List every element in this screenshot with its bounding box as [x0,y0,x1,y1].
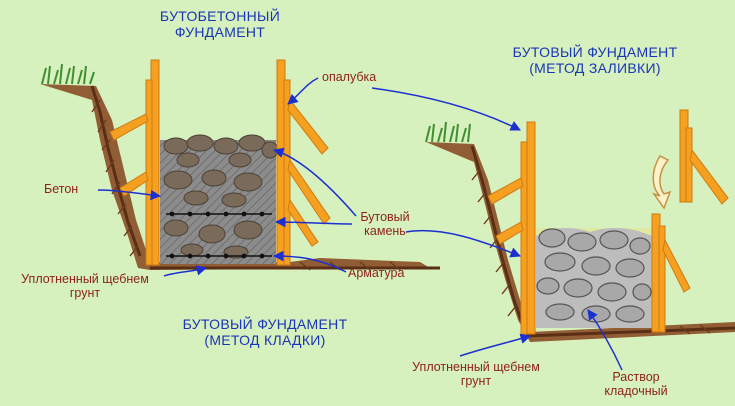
lowering-arrow-icon [652,155,672,210]
left-grass [41,63,95,85]
label-line: грунт [460,374,492,389]
title-line: БУТОВЫЙ ФУНДАМЕНТ [182,316,348,332]
label-line: Уплотненный щебнем [412,360,540,374]
right-foundation-body [536,227,652,328]
pointer-arrows [97,77,623,371]
right-formwork [487,109,729,335]
left-rebar [166,213,272,257]
label-formwork: опалубка [322,70,377,84]
label-rubble-stone: Бутовый камень [350,210,420,239]
title-rubble-foundation-masonry-method: БУТОВЫЙ ФУНДАМЕНТ (МЕТОД КЛАДКИ) [160,316,370,348]
label-masonry-mortar: Раствор кладочный [596,370,676,399]
label-line: камень [364,224,406,239]
left-foundation-body [160,134,279,264]
label-line: Бутовый [360,210,410,224]
label-rebar: Арматура [348,266,405,280]
right-grass [425,121,471,143]
title-rubble-concrete-foundation: БУТОБЕТОННЫЙ ФУНДАМЕНТ [140,8,300,40]
title-line: ФУНДАМЕНТ [174,24,266,41]
title-rubble-foundation-pour-method: БУТОВЫЙ ФУНДАМЕНТ (МЕТОД ЗАЛИВКИ) [480,44,710,76]
title-line: БУТОВЫЙ ФУНДАМЕНТ [512,44,678,60]
title-line: БУТОБЕТОННЫЙ [159,8,281,24]
label-line: кладочный [604,384,668,399]
left-formwork [109,59,331,266]
label-compacted-soil-left: Уплотненный щебнем грунт [10,272,160,301]
label-line: Раствор [612,370,660,384]
left-trench-soil [40,84,440,271]
label-line: грунт [69,286,101,301]
title-line: (МЕТОД ЗАЛИВКИ) [529,60,661,77]
label-compacted-soil-right: Уплотненный щебнем грунт [396,360,556,389]
label-line: Уплотненный щебнем [21,272,149,286]
title-line: (МЕТОД КЛАДКИ) [204,332,326,349]
label-concrete: Бетон [44,182,79,196]
